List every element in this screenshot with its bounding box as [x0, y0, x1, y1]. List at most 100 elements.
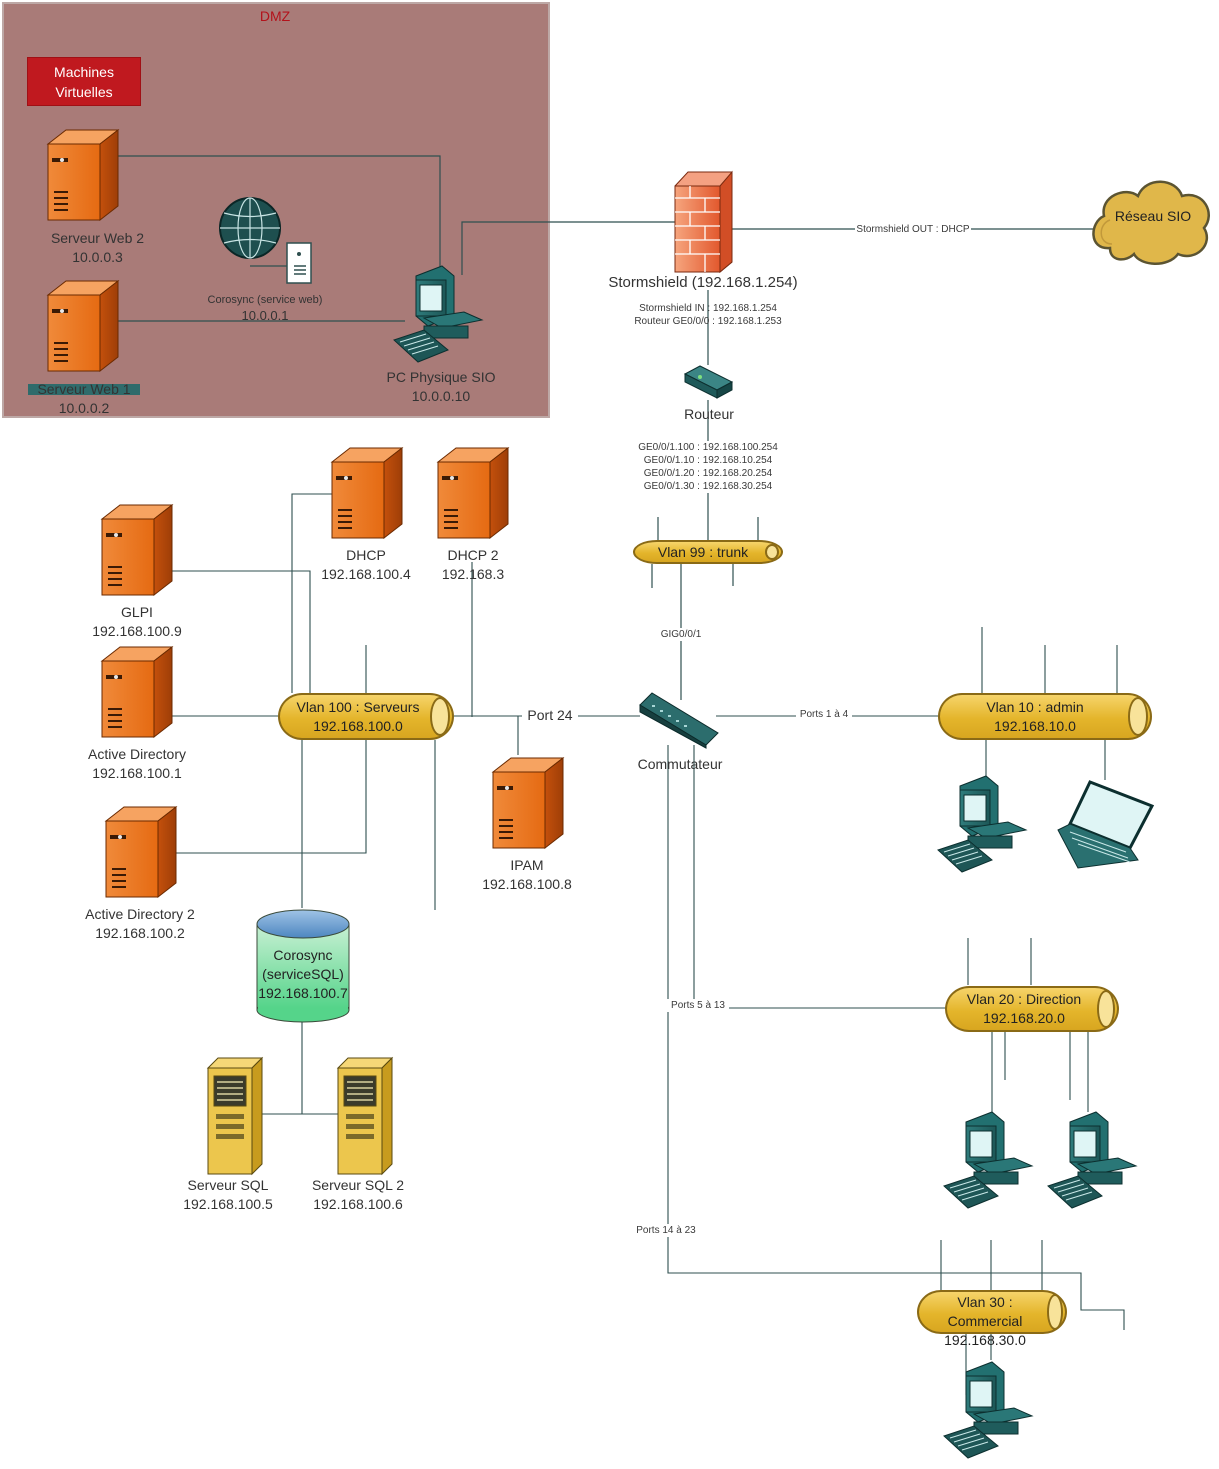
ad-label: Active Directory 192.168.100.1	[70, 745, 204, 783]
vlan100-net: 192.168.100.0	[313, 718, 403, 734]
switch-icon	[639, 692, 719, 749]
router-subif-3: GE0/0/1.20 : 192.168.20.254	[618, 467, 798, 480]
pc-sio-icon	[393, 265, 483, 363]
port24-label: Port 24	[522, 706, 578, 725]
firewall-icon	[674, 170, 733, 274]
web-server-small-icon	[286, 242, 312, 284]
dmz-title: DMZ	[259, 8, 291, 24]
vlan20-pc1-icon	[943, 1111, 1033, 1209]
vlan100-servers: Vlan 100 : Serveurs 192.168.100.0	[278, 693, 454, 740]
dhcp-name: DHCP	[346, 547, 386, 563]
vlan30-pc-icon	[943, 1361, 1033, 1459]
ad-server-icon	[101, 646, 173, 738]
sql1-ip: 192.168.100.5	[183, 1196, 273, 1212]
glpi-server-icon	[101, 504, 173, 596]
ipam-label: IPAM 192.168.100.8	[466, 856, 588, 894]
dhcp-label: DHCP 192.168.100.4	[306, 546, 426, 584]
vlan30-commercial: Vlan 30 : Commercial 192.168.30.0	[917, 1290, 1067, 1348]
router-ge000-label: Routeur GE0/0/0 : 192.168.1.253	[634, 316, 782, 327]
ad-name: Active Directory	[87, 746, 187, 762]
ipam-server-icon	[492, 757, 564, 849]
sql2-name: Serveur SQL 2	[311, 1177, 405, 1193]
ad2-name: Active Directory 2	[85, 906, 195, 922]
server-links	[172, 493, 640, 1115]
pc-sio-label: PC Physique SIO 10.0.0.10	[370, 368, 512, 406]
sql2-label: Serveur SQL 2 192.168.100.6	[298, 1176, 418, 1214]
vlan99-endcap	[765, 544, 779, 560]
cloud-label: Réseau SIO	[1114, 208, 1192, 224]
corosync-sql-line1: Corosync	[273, 947, 333, 963]
corosync-web-label: Corosync (service web) 10.0.0.1	[195, 292, 335, 324]
router-subif-1: GE0/0/1.100 : 192.168.100.254	[618, 441, 798, 454]
glpi-label: GLPI 192.168.100.9	[78, 603, 196, 641]
ad2-ip: 192.168.100.2	[95, 925, 185, 941]
sql1-name: Serveur SQL	[187, 1177, 269, 1193]
vlan30-net: 192.168.30.0	[944, 1332, 1026, 1348]
firewall-name: Stormshield (192.168.1.254)	[608, 274, 798, 291]
vlan99-label: Vlan 99 : trunk	[657, 544, 749, 560]
ad2-server-icon	[105, 806, 177, 898]
switch-label: Commutateur	[637, 756, 723, 772]
ipam-name: IPAM	[510, 857, 544, 873]
vm-box-line2: Virtuelles	[55, 84, 113, 100]
dhcp-ip: 192.168.100.4	[321, 566, 411, 582]
vlan20-net: 192.168.20.0	[983, 1010, 1065, 1026]
web1-name: Serveur Web 1	[37, 381, 131, 397]
globe-icon	[219, 197, 281, 259]
glpi-name: GLPI	[121, 604, 153, 620]
vlan10-name: Vlan 10 : admin	[986, 699, 1084, 715]
web1-ip: 10.0.0.2	[58, 400, 110, 416]
corosync-web-ip: 10.0.0.1	[241, 308, 289, 323]
vm-box-line1: Machines	[54, 64, 114, 80]
corosync-sql-label: Corosync (serviceSQL) 192.168.100.7	[252, 946, 354, 1003]
vlan100-endcap	[430, 697, 450, 736]
vlan10-pc-icon	[937, 775, 1027, 873]
virtual-machines-box: Machines Virtuelles	[27, 57, 141, 106]
corosync-sql-line2: (serviceSQL)	[262, 966, 344, 982]
vlan20-endcap	[1097, 990, 1115, 1028]
sql-server-2-icon	[337, 1057, 393, 1175]
ad2-label: Active Directory 2 192.168.100.2	[70, 905, 210, 943]
vlan30-endcap	[1047, 1294, 1063, 1330]
glpi-ip: 192.168.100.9	[92, 623, 182, 639]
dhcp-server-icon	[331, 447, 403, 539]
vlan100-name: Vlan 100 : Serveurs	[296, 699, 420, 715]
dhcp2-ip: 192.168.3	[441, 566, 505, 582]
server-web-2-icon	[47, 129, 119, 221]
sql-server-1-icon	[207, 1057, 263, 1175]
ports-5-13-label: Ports 5 à 13	[667, 999, 729, 1012]
router-label: Routeur	[684, 406, 734, 422]
corosync-web-name: Corosync (service web)	[207, 294, 323, 306]
web2-label: Serveur Web 2 10.0.0.3	[20, 229, 175, 267]
web2-name: Serveur Web 2	[50, 230, 145, 246]
router-subif-2: GE0/0/1.10 : 192.168.10.254	[618, 454, 798, 467]
ports-14-23-label: Ports 14 à 23	[632, 1224, 700, 1237]
web2-ip: 10.0.0.3	[72, 249, 123, 265]
vlan30-name: Vlan 30 : Commercial	[947, 1294, 1023, 1329]
vlan20-direction: Vlan 20 : Direction 192.168.20.0	[945, 986, 1119, 1032]
sql2-ip: 192.168.100.6	[313, 1196, 403, 1212]
ad-ip: 192.168.100.1	[92, 765, 182, 781]
firewall-out-label: Stormshield OUT : DHCP	[855, 223, 971, 236]
router-subif-4: GE0/0/1.30 : 192.168.30.254	[618, 480, 798, 493]
switch-uplink-label: GIG0/0/1	[648, 628, 714, 641]
vlan10-net: 192.168.10.0	[994, 718, 1076, 734]
ports-1-4-label: Ports 1 à 4	[796, 708, 852, 721]
vlan20-name: Vlan 20 : Direction	[966, 991, 1082, 1007]
router-icon	[683, 365, 734, 399]
dhcp2-name: DHCP 2	[447, 547, 499, 563]
server-web-1-icon	[47, 280, 119, 372]
vlan10-admin: Vlan 10 : admin 192.168.10.0	[938, 693, 1152, 740]
web1-label: Serveur Web 1 10.0.0.2	[20, 380, 148, 418]
web1-label-bar	[28, 384, 140, 395]
pc-sio-ip: 10.0.0.10	[411, 388, 471, 404]
corosync-sql-ip: 192.168.100.7	[258, 985, 348, 1001]
dmz-links	[118, 155, 675, 322]
corosync-sql-db-icon	[256, 909, 350, 1023]
ipam-ip: 192.168.100.8	[482, 876, 572, 892]
vlan20-pc2-icon	[1047, 1111, 1137, 1209]
dhcp2-label: DHCP 2 192.168.3	[424, 546, 522, 584]
pc-sio-name: PC Physique SIO	[386, 369, 496, 385]
